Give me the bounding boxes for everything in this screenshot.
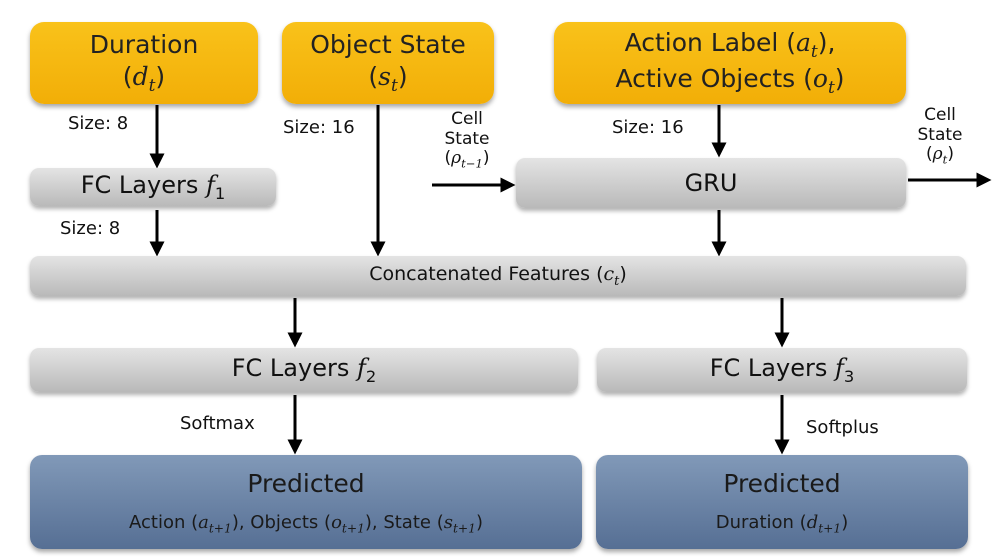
action-subscript: t bbox=[810, 41, 818, 62]
output-duration-label: Duration bbox=[715, 511, 794, 533]
duration-input-box: Duration (dt) bbox=[30, 22, 258, 104]
concatenated-features-box: Concatenated Features (ct) bbox=[30, 256, 966, 296]
cell-state-in-line2: State bbox=[444, 128, 490, 149]
objects-symbol: o bbox=[812, 64, 828, 93]
cell-state-output-label: Cell State (ρt) bbox=[905, 105, 975, 167]
output-right-title: Predicted bbox=[723, 468, 841, 498]
size-label-fc1-output: Size: 8 bbox=[60, 218, 121, 239]
concat-label: Concatenated Features bbox=[369, 263, 591, 286]
action-symbol: a bbox=[795, 27, 811, 57]
fc1-subscript: 1 bbox=[214, 183, 226, 203]
output-left-title: Predicted bbox=[247, 468, 365, 498]
output-action-subscript: t+1 bbox=[208, 521, 232, 536]
fc1-symbol: f bbox=[205, 171, 215, 200]
size-label-object-state: Size: 16 bbox=[283, 117, 355, 138]
object-state-label: Object State bbox=[310, 30, 466, 60]
fc2-subscript: 2 bbox=[365, 366, 377, 386]
fc3-label: FC Layers bbox=[709, 354, 828, 383]
output-objects-symbol: o bbox=[331, 511, 342, 533]
duration-symbol: d bbox=[132, 61, 149, 91]
gru-label: GRU bbox=[684, 169, 738, 197]
cell-state-out-line1: Cell bbox=[924, 105, 956, 125]
duration-label: Duration bbox=[89, 30, 199, 60]
cell-state-in-line1: Cell bbox=[451, 109, 483, 129]
output-action-label: Action bbox=[129, 511, 186, 533]
predicted-action-objects-state-box: Predicted Action (at+1), Objects (ot+1),… bbox=[30, 455, 582, 549]
cell-state-in-symbol: ρ bbox=[451, 148, 462, 169]
predicted-duration-box: Predicted Duration (dt+1) bbox=[596, 455, 968, 549]
output-duration-subscript: t+1 bbox=[818, 521, 842, 536]
active-objects-label: Active Objects bbox=[615, 64, 796, 93]
size-label-duration: Size: 8 bbox=[68, 113, 129, 134]
object-state-symbol: s bbox=[378, 61, 391, 91]
softmax-label: Softmax bbox=[180, 413, 255, 434]
output-state-label: State bbox=[383, 511, 431, 533]
output-state-subscript: t+1 bbox=[452, 521, 476, 536]
output-action-symbol: a bbox=[198, 511, 209, 533]
cell-state-in-subscript: t−1 bbox=[461, 156, 483, 171]
output-objects-label: Objects bbox=[250, 511, 319, 533]
output-state-symbol: s bbox=[443, 511, 453, 533]
fc-layers-f3-box: FC Layers f3 bbox=[597, 348, 967, 392]
fc-layers-f1-box: FC Layers f1 bbox=[30, 168, 276, 206]
fc3-subscript: 3 bbox=[843, 366, 855, 386]
duration-subscript: t bbox=[148, 75, 156, 96]
action-label: Action Label bbox=[624, 27, 779, 57]
object-state-input-box: Object State (st) bbox=[282, 22, 494, 104]
concat-symbol: c bbox=[603, 263, 615, 286]
fc1-label: FC Layers bbox=[80, 171, 199, 200]
fc3-symbol: f bbox=[834, 354, 844, 383]
concat-subscript: t bbox=[614, 273, 620, 289]
cell-state-out-line2: State bbox=[917, 124, 963, 145]
softplus-label: Softplus bbox=[806, 417, 879, 438]
action-objects-input-box: Action Label (at), Active Objects (ot) bbox=[554, 22, 906, 104]
output-objects-subscript: t+1 bbox=[341, 521, 365, 536]
object-state-subscript: t bbox=[391, 75, 398, 96]
objects-subscript: t bbox=[827, 78, 835, 98]
cell-state-out-symbol: ρ bbox=[932, 144, 943, 165]
fc2-symbol: f bbox=[356, 354, 366, 383]
gru-box: GRU bbox=[516, 158, 906, 208]
cell-state-out-subscript: t bbox=[942, 152, 948, 167]
output-duration-symbol: d bbox=[806, 511, 819, 533]
fc-layers-f2-box: FC Layers f2 bbox=[30, 348, 578, 392]
size-label-action: Size: 16 bbox=[612, 117, 684, 138]
cell-state-input-label: Cell State (ρt−1) bbox=[432, 109, 502, 171]
fc2-label: FC Layers bbox=[231, 354, 350, 383]
